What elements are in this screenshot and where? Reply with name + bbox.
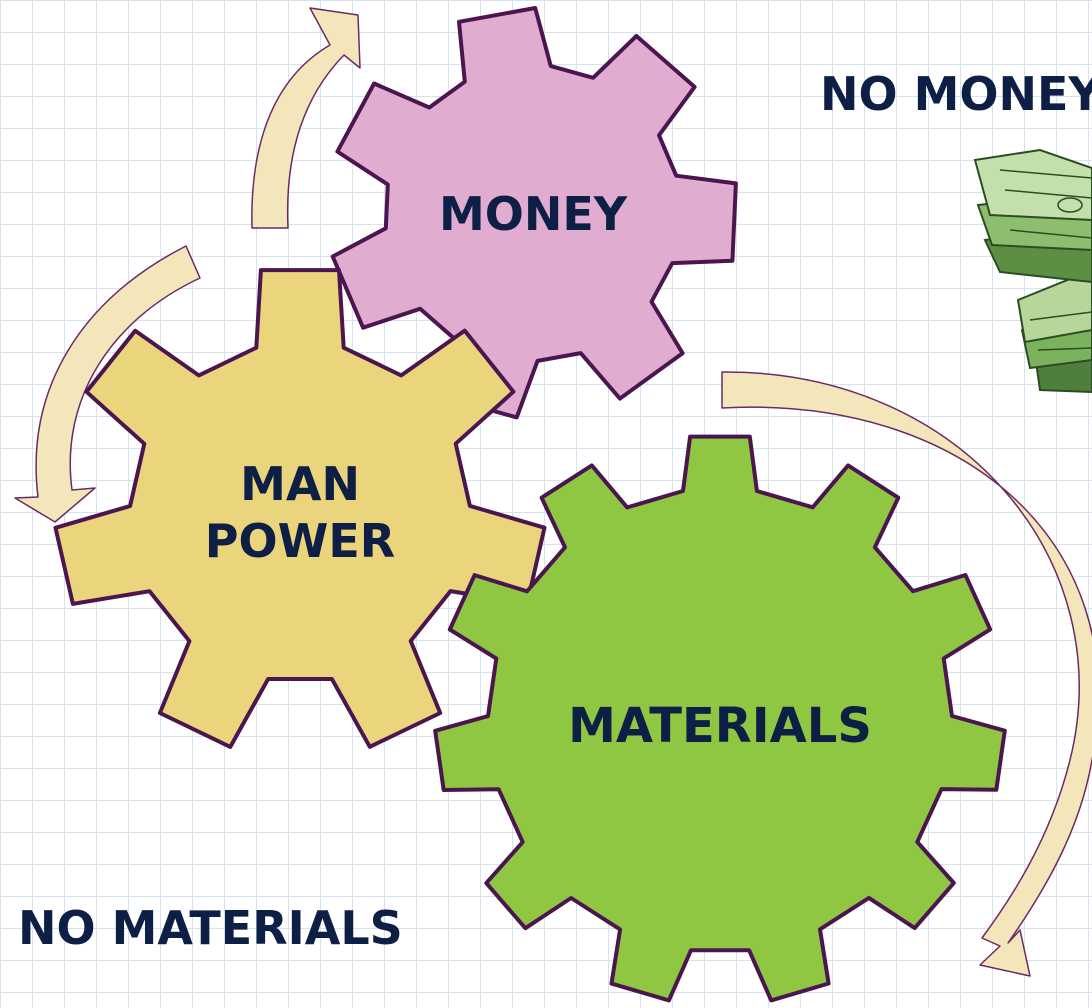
arrow-to-money (251, 7, 361, 229)
manpower-gear: MAN POWER (53, 268, 547, 749)
materials-gear-shape (433, 434, 1007, 1003)
money-gear: MONEY (330, 6, 738, 420)
money-gear-label: MONEY (439, 187, 628, 241)
money-gear-shape (330, 6, 738, 420)
arrow-to-materials (721, 371, 1092, 977)
materials-gear-label: MATERIALS (568, 698, 872, 754)
no-materials-caption: NO MATERIALS (18, 901, 403, 955)
arrow-to-manpower (14, 245, 201, 523)
manpower-gear-label-line1: MAN (240, 457, 360, 511)
manpower-gear-shape (53, 268, 547, 749)
manpower-gear-label-line2: POWER (205, 514, 395, 568)
materials-gear: MATERIALS (433, 434, 1007, 1003)
cycle-arrows (14, 7, 1092, 977)
no-money-caption: NO MONEY (820, 67, 1092, 121)
money-stack-icon (973, 148, 1092, 394)
